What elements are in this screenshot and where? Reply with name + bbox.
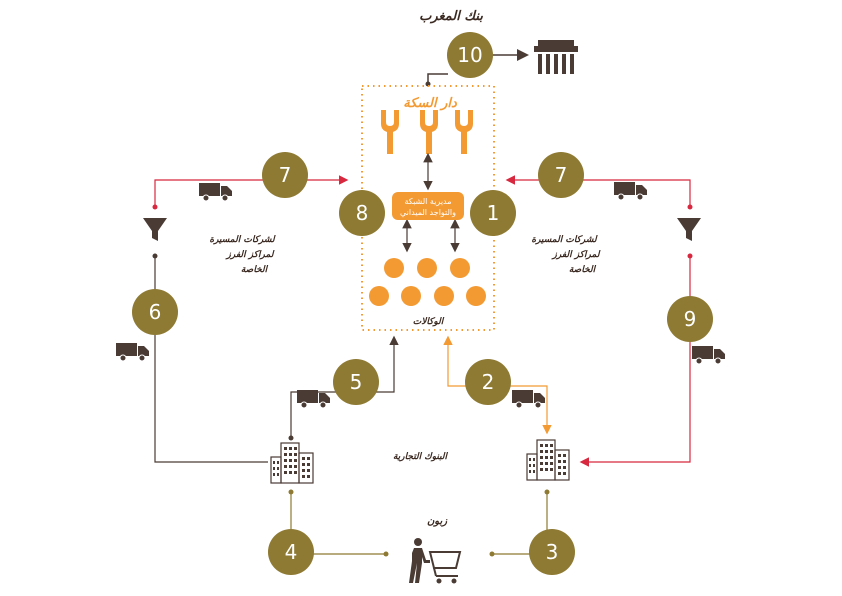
link-mint-to-step10 xyxy=(427,73,448,84)
agencies-label: الوكالات xyxy=(413,316,445,327)
step-7-left-number: 7 xyxy=(279,163,292,187)
page-title: بنك المغرب xyxy=(419,9,483,24)
step-7-left: 7 xyxy=(262,152,308,198)
office-building-icon xyxy=(270,442,314,484)
truck-icon xyxy=(511,389,546,409)
cit-left-line3: الخاصة xyxy=(241,264,269,275)
step-2: 2 xyxy=(465,359,511,405)
step-6-number: 6 xyxy=(149,300,162,324)
mint-press-icon xyxy=(381,110,473,154)
cit-right-line1: لشركات المسيرة xyxy=(531,234,597,245)
step-9-number: 9 xyxy=(684,307,697,331)
truck-icon xyxy=(691,345,726,365)
office-building-icon xyxy=(526,439,570,481)
step-7-right: 7 xyxy=(538,152,584,198)
truck-icon xyxy=(115,342,150,362)
step-2-number: 2 xyxy=(482,370,495,394)
link-right-funnel-to-mint xyxy=(505,175,691,207)
shopping-cart-icon xyxy=(409,538,462,584)
agency-dots xyxy=(369,258,486,306)
step-1: 1 xyxy=(470,190,516,236)
step-5-number: 5 xyxy=(350,370,363,394)
step-10-number: 10 xyxy=(457,43,482,67)
truck-icon xyxy=(613,181,648,201)
step-6: 6 xyxy=(132,289,178,335)
step-10: 10 xyxy=(447,32,493,78)
mint-label: دار السكة xyxy=(403,96,458,111)
step-3: 3 xyxy=(529,529,575,575)
commercial-banks-label: البنوك التجارية xyxy=(393,451,449,462)
step-4: 4 xyxy=(268,529,314,575)
link-left-funnel-to-mint xyxy=(154,175,349,207)
step-9: 9 xyxy=(667,296,713,342)
step-4-number: 4 xyxy=(285,540,298,564)
step-3-number: 3 xyxy=(546,540,559,564)
bank-building-icon xyxy=(534,40,578,74)
cit-left-line1: لشركات المسيرة xyxy=(209,234,275,245)
step-7-right-number: 7 xyxy=(555,163,568,187)
funnel-icon xyxy=(143,218,167,241)
network-unit-line2: والتواجد الميداني xyxy=(400,208,456,217)
link-left-bank-to-funnel xyxy=(154,256,268,463)
step-5: 5 xyxy=(333,359,379,405)
cit-left-line2: لمراكز الفرز xyxy=(225,249,275,260)
truck-icon xyxy=(198,182,233,202)
step-8: 8 xyxy=(339,190,385,236)
cit-right-line2: لمراكز الفرز xyxy=(551,249,601,260)
step-1-number: 1 xyxy=(487,201,500,225)
network-unit-box xyxy=(392,192,464,220)
network-unit-line1: مديرية الشبكة xyxy=(404,197,451,206)
funnel-icon xyxy=(677,218,701,241)
link-right-funnel-to-bank xyxy=(579,256,691,467)
truck-icon xyxy=(296,389,331,409)
cit-right-line3: الخاصة xyxy=(569,264,597,275)
step-8-number: 8 xyxy=(356,201,369,225)
client-label: زبون xyxy=(427,516,448,527)
